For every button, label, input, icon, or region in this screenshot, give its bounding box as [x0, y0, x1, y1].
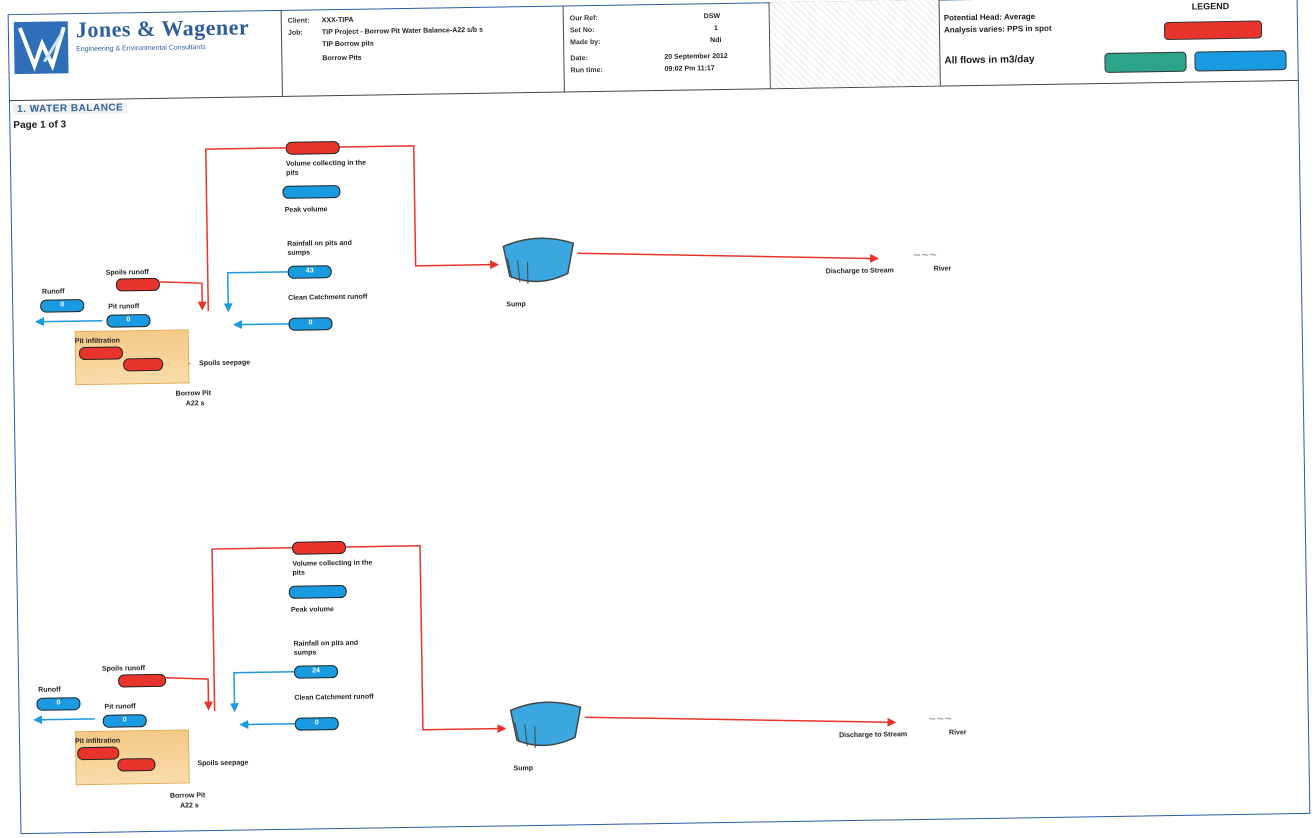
- rainfall-pill: 24: [294, 665, 338, 679]
- job-value-2: TIP Borrow pits: [322, 40, 374, 48]
- run-time-value: 09:02 Pm 11:17: [665, 65, 715, 73]
- clean-runoff-label: Clean Catchment runoff: [294, 692, 380, 702]
- date-value: 20 September 2012: [664, 53, 728, 61]
- job-value: TIP Project - Borrow Pit Water Balance-A…: [322, 27, 483, 37]
- runoff-pill: 0: [36, 697, 80, 711]
- pit-infiltration-label: Pit infiltration: [75, 737, 120, 747]
- pit-runoff-label: Pit runoff: [104, 702, 135, 711]
- company-name: Jones & Wagener: [76, 14, 250, 43]
- our-ref-label: Our Ref:: [570, 15, 598, 22]
- peak-volume-pill: [289, 585, 347, 599]
- legend-red-swatch: [1164, 20, 1262, 40]
- sheet-frame: [8, 0, 1311, 834]
- pit-runoff-pill: 0: [106, 314, 150, 328]
- runoff-label: Runoff: [38, 685, 61, 694]
- legend-blue-swatch: [1194, 50, 1286, 71]
- river-graphic: ~~~: [913, 248, 937, 262]
- note-potential-head: Potential Head: Average: [944, 12, 1036, 22]
- run-time-label: Run time:: [571, 67, 603, 75]
- made-by-label: Made by:: [570, 39, 600, 46]
- meta-cell: Our Ref: DSW Set No: 1 Made by: Ndi Date…: [564, 2, 771, 91]
- rainfall-pill: 43: [288, 265, 332, 279]
- spoils-runoff-pill: [116, 278, 160, 292]
- company-subtitle: Engineering & Environmental Consultants: [76, 42, 276, 54]
- spoils-seepage-pill: [117, 758, 155, 772]
- pit-infiltration-label: Pit infiltration: [75, 336, 120, 346]
- legend-title: LEGEND: [1192, 1, 1230, 12]
- company-logo-icon: [14, 21, 69, 74]
- river-label: River: [934, 265, 952, 272]
- notes-cell: Potential Head: Average Analysis varies:…: [940, 0, 1299, 86]
- runoff-label: Runoff: [42, 287, 65, 296]
- peak-volume-label: Peak volume: [285, 205, 328, 215]
- our-ref-value: DSW: [704, 13, 720, 20]
- page-title: 1. WATER BALANCE: [13, 102, 127, 115]
- spoils-seepage-pill: [123, 358, 163, 372]
- job-value-3: Borrow Pits: [322, 55, 361, 63]
- date-label: Date:: [570, 55, 588, 62]
- discharge-label: Discharge to Stream: [826, 266, 896, 276]
- spoils-runoff-pill: [118, 674, 166, 688]
- spoils-runoff-label: Spoils runoff: [106, 268, 149, 278]
- spoils-seepage-label: Spoils seepage: [199, 358, 259, 368]
- pit-infiltration-pill: [79, 346, 123, 360]
- peak-volume-pill: [282, 185, 340, 199]
- logo-cell: Jones & Wagener Engineering & Environmen…: [8, 10, 283, 100]
- borrow-pit-label: Borrow Pit: [176, 389, 212, 399]
- collecting-volume-pill: [292, 541, 346, 555]
- spoils-runoff-label: Spoils runoff: [102, 664, 145, 674]
- clean-runoff-label: Clean Catchment runoff: [288, 292, 374, 302]
- sump-icon: [504, 697, 585, 756]
- borrow-pit-id: A22 s: [186, 399, 205, 408]
- job-label: Job:: [288, 30, 303, 37]
- job-cell: Client: XXX-TIPA Job: TIP Project - Borr…: [282, 5, 565, 95]
- page-number: Page 1 of 3: [13, 119, 66, 131]
- collecting-volume-pill: [286, 141, 340, 155]
- pit-runoff-label: Pit runoff: [108, 302, 139, 311]
- clean-runoff-pill: 0: [288, 317, 332, 331]
- river-graphic: ~~~: [929, 711, 953, 725]
- sump-label: Sump: [513, 764, 533, 773]
- sump-icon: [497, 233, 578, 292]
- rainfall-label: Rainfall on pits and sumps: [287, 239, 367, 258]
- made-by-value: Ndi: [710, 37, 721, 44]
- volume-collecting-label: Volume collecting in the pits: [292, 558, 382, 577]
- borrow-pit-label: Borrow Pit: [170, 791, 206, 801]
- river-label: River: [949, 729, 967, 736]
- clean-runoff-pill: 0: [295, 717, 339, 731]
- sump-label: Sump: [506, 300, 526, 309]
- spoils-seepage-label: Spoils seepage: [197, 758, 257, 768]
- peak-volume-label: Peak volume: [291, 605, 334, 615]
- pit-infiltration-pill: [77, 747, 119, 761]
- pit-runoff-pill: 0: [103, 714, 147, 728]
- set-no-value: 1: [714, 25, 718, 32]
- note-analysis: Analysis varies: PPS in spot: [944, 24, 1052, 35]
- drawing-sheet: Jones & Wagener Engineering & Environmen…: [8, 0, 1313, 836]
- volume-collecting-label: Volume collecting in the pits: [286, 158, 376, 177]
- client-label: Client:: [288, 17, 310, 24]
- discharge-label: Discharge to Stream: [839, 730, 909, 740]
- flows-unit-note: All flows in m3/day: [944, 54, 1034, 66]
- legend-green-swatch: [1104, 52, 1186, 73]
- rainfall-label: Rainfall on pits and sumps: [293, 639, 373, 658]
- set-no-label: Set No:: [570, 27, 595, 34]
- runoff-pill: 0: [40, 299, 84, 313]
- blank-cell: [770, 0, 941, 88]
- client-value: XXX-TIPA: [322, 17, 354, 24]
- borrow-pit-id: A22 s: [180, 801, 199, 810]
